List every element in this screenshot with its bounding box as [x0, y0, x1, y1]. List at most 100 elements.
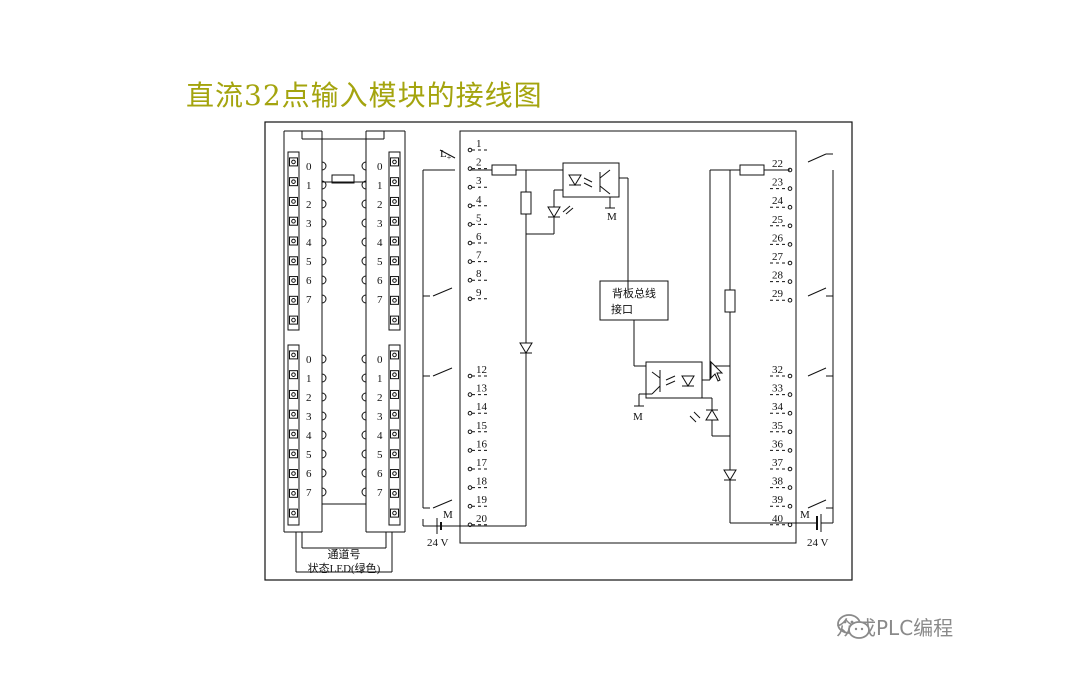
- led-cell: [289, 449, 298, 459]
- channel-number-left: 0: [306, 161, 312, 173]
- terminal-screw: [467, 240, 473, 246]
- panel-clip: [321, 275, 327, 285]
- terminal-screw: [467, 429, 473, 435]
- channel-number-right: 3: [377, 411, 383, 423]
- panel-clip: [361, 354, 367, 364]
- led-cell: [289, 315, 298, 325]
- diagram-frame: [264, 121, 853, 581]
- l-plus-label: L+: [440, 148, 452, 162]
- terminal-number: 13: [476, 383, 488, 395]
- channel-number-right: 7: [377, 294, 383, 306]
- terminal-number: 28: [772, 270, 784, 282]
- terminal-number: 32: [772, 364, 783, 376]
- led-dot: [291, 491, 296, 496]
- panel-clip: [361, 275, 367, 285]
- terminal-number: 35: [772, 420, 784, 432]
- panel-clip: [321, 180, 327, 190]
- led-dot: [392, 238, 397, 244]
- panel-clip: [321, 237, 327, 247]
- terminal-number: 39: [772, 494, 784, 506]
- panel-clip: [321, 218, 327, 228]
- panel-clip: [361, 392, 367, 402]
- led-dot: [291, 317, 296, 323]
- led-dot: [291, 179, 296, 184]
- terminal-number: 19: [476, 494, 488, 506]
- led-cell: [289, 469, 298, 479]
- led-dot: [392, 218, 397, 224]
- led-symbol: [547, 206, 561, 218]
- terminal-screw: [467, 392, 473, 397]
- led-dot: [392, 491, 397, 496]
- led-dot: [291, 258, 296, 264]
- terminal-screw: [467, 373, 473, 379]
- led-cell: [390, 350, 399, 360]
- terminal-screw: [467, 485, 473, 490]
- terminal-screw: [467, 222, 473, 227]
- channel-number-right: 1: [377, 373, 383, 385]
- channel-number-left: 0: [306, 354, 312, 366]
- diode-symbol-right: [723, 469, 737, 481]
- terminal-number: 4: [476, 194, 482, 206]
- terminal-screw: [787, 392, 793, 397]
- terminal-screw: [787, 429, 793, 435]
- led-cell: [289, 177, 298, 187]
- v24-label-left: 24 V: [427, 537, 449, 549]
- channel-number-left: 4: [306, 237, 312, 249]
- channel-number-right: 3: [377, 218, 383, 230]
- panel-clip: [361, 487, 367, 497]
- panel-clip: [361, 237, 367, 247]
- led-dot: [392, 278, 397, 283]
- terminal-number: 27: [772, 251, 784, 263]
- led-cell: [390, 508, 399, 518]
- led-dot: [392, 431, 397, 437]
- optocoupler: [562, 162, 620, 198]
- led-dot: [392, 258, 397, 264]
- cursor-arrow: [710, 360, 724, 382]
- terminal-screw: [467, 203, 473, 209]
- led-cell: [390, 276, 399, 286]
- terminal-number: 22: [772, 158, 783, 170]
- left-supply-wiring: [422, 149, 470, 534]
- led-dot: [392, 451, 397, 457]
- channel-number-right: 6: [377, 468, 383, 480]
- input-resistor: [491, 164, 517, 176]
- panel-clip: [321, 487, 327, 497]
- terminal-number: 18: [476, 476, 488, 488]
- terminal-screw: [787, 279, 793, 284]
- panel-clip: [321, 161, 327, 171]
- v24-label-right: 24 V: [807, 537, 829, 549]
- led-dot: [392, 392, 397, 397]
- terminal-screw: [787, 466, 793, 472]
- channel-number-right: 0: [377, 161, 383, 173]
- diode-symbol: [519, 342, 533, 354]
- channel-label: 通道号: [328, 547, 361, 561]
- m-label-top: M: [607, 211, 617, 223]
- channel-number-right: 0: [377, 354, 383, 366]
- channel-number-left: 5: [306, 449, 312, 461]
- led-dot: [392, 179, 397, 184]
- terminal-number: 7: [476, 250, 482, 262]
- led-cell: [390, 157, 399, 167]
- terminal-screw: [467, 184, 473, 190]
- terminal-number: 14: [476, 401, 488, 413]
- led-dot: [291, 471, 296, 476]
- led-dot: [291, 451, 296, 457]
- resistor-symbol: [331, 174, 355, 184]
- channel-number-left: 6: [306, 468, 312, 480]
- channel-number-right: 6: [377, 275, 383, 287]
- channel-number-left: 5: [306, 256, 312, 268]
- channel-number-right: 2: [377, 199, 383, 211]
- terminal-screw: [787, 410, 793, 416]
- led-cell: [390, 488, 399, 498]
- panel-clip: [321, 411, 327, 421]
- led-cell: [289, 488, 298, 498]
- terminal-number: 33: [772, 383, 784, 395]
- led-panel: [283, 130, 406, 573]
- channel-number-left: 2: [306, 199, 312, 211]
- panel-clip: [321, 256, 327, 266]
- terminal-screw: [467, 147, 473, 153]
- terminal-screw: [467, 503, 473, 509]
- led-dot: [291, 510, 296, 516]
